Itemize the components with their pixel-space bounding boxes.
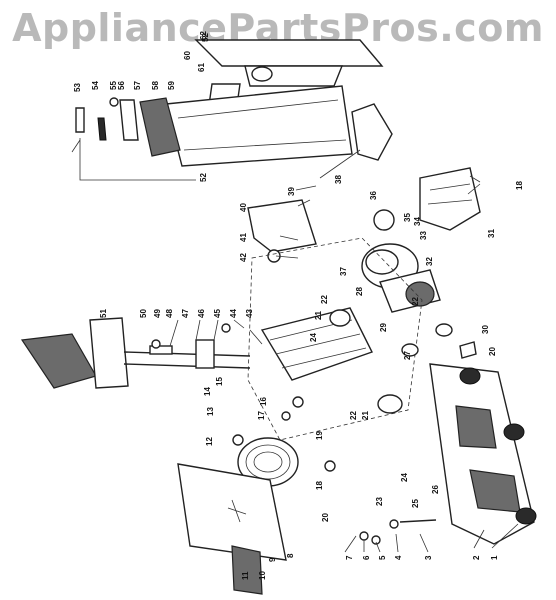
part-label: 11	[241, 571, 250, 580]
part-label: 41	[239, 233, 248, 242]
part-label: 15	[215, 377, 224, 386]
part-label: 20	[321, 513, 330, 522]
part-number-labels: 1 2 3 4 5 6 7 8 9 10 11 12 13 14 15 16 1…	[73, 31, 524, 580]
part-label: 55	[109, 81, 118, 90]
part-label: 24	[309, 333, 318, 342]
part-label: 22	[349, 411, 358, 420]
part-label: 24	[400, 473, 409, 482]
fasteners	[232, 341, 477, 545]
leader-lines	[71, 138, 519, 553]
part-label: 18	[515, 181, 524, 190]
part-label: 22	[320, 295, 329, 304]
part-label: 8	[286, 553, 295, 558]
part-label: 60	[183, 51, 192, 60]
part-label: 32	[425, 257, 434, 266]
part-label: 54	[91, 81, 100, 90]
upper-right-parts	[351, 103, 481, 231]
part-label: 29	[379, 323, 388, 332]
part-label: 39	[287, 187, 296, 196]
part-label: 34	[413, 217, 422, 226]
part-label: 53	[73, 83, 82, 92]
part-label: 59	[167, 81, 176, 90]
part-label: 7	[345, 555, 354, 560]
part-label: 25	[411, 499, 420, 508]
part-label: 52	[201, 33, 210, 42]
part-label: 4	[394, 555, 403, 560]
motor-assembly	[361, 243, 441, 313]
handle-assembly	[75, 39, 384, 167]
part-label: 47	[181, 309, 190, 318]
part-label: 44	[229, 309, 238, 318]
part-label: 35	[403, 213, 412, 222]
part-label: 26	[431, 485, 440, 494]
part-label: 1	[490, 555, 499, 560]
part-label: 43	[245, 309, 254, 318]
part-label: 42	[239, 253, 248, 262]
part-label: 56	[117, 81, 126, 90]
part-label: 40	[239, 203, 248, 212]
part-label: 57	[133, 81, 142, 90]
part-label: 14	[203, 387, 212, 396]
part-label: 2	[472, 555, 481, 560]
part-label: 22	[411, 297, 420, 306]
bracket-plate	[247, 199, 317, 253]
part-label: 21	[314, 311, 323, 320]
part-label: 58	[151, 81, 160, 90]
part-label: 28	[355, 287, 364, 296]
part-label: 38	[334, 175, 343, 184]
part-label: 13	[206, 407, 215, 416]
part-label: 31	[487, 229, 496, 238]
part-label: 12	[205, 437, 214, 446]
part-label: 20	[488, 347, 497, 356]
part-label: 23	[375, 497, 384, 506]
part-label: 21	[361, 411, 370, 420]
part-label: 18	[315, 481, 324, 490]
part-label: 50	[139, 309, 148, 318]
part-label: 49	[153, 309, 162, 318]
part-label: 48	[165, 309, 174, 318]
part-label: 33	[419, 231, 428, 240]
part-label: 9	[268, 557, 277, 562]
part-label: 17	[257, 411, 266, 420]
part-label: 37	[339, 267, 348, 276]
floor-nozzle	[429, 363, 537, 545]
part-label: 16	[259, 397, 268, 406]
part-label: 52	[199, 173, 208, 182]
part-label: 10	[258, 571, 267, 580]
part-label: 6	[362, 555, 371, 560]
main-body-outline	[247, 237, 423, 441]
hose-reel	[177, 437, 299, 595]
part-label: 45	[213, 309, 222, 318]
part-label: 5	[378, 555, 387, 560]
part-label: 62	[199, 31, 208, 40]
part-label: 19	[315, 431, 324, 440]
part-label: 61	[197, 63, 206, 72]
part-label: 30	[481, 325, 490, 334]
wand-tool	[20, 317, 251, 389]
part-label: 27	[403, 351, 412, 360]
part-label: 51	[99, 309, 108, 318]
part-label: 46	[197, 309, 206, 318]
part-label: 36	[369, 191, 378, 200]
part-label: 3	[424, 555, 433, 560]
